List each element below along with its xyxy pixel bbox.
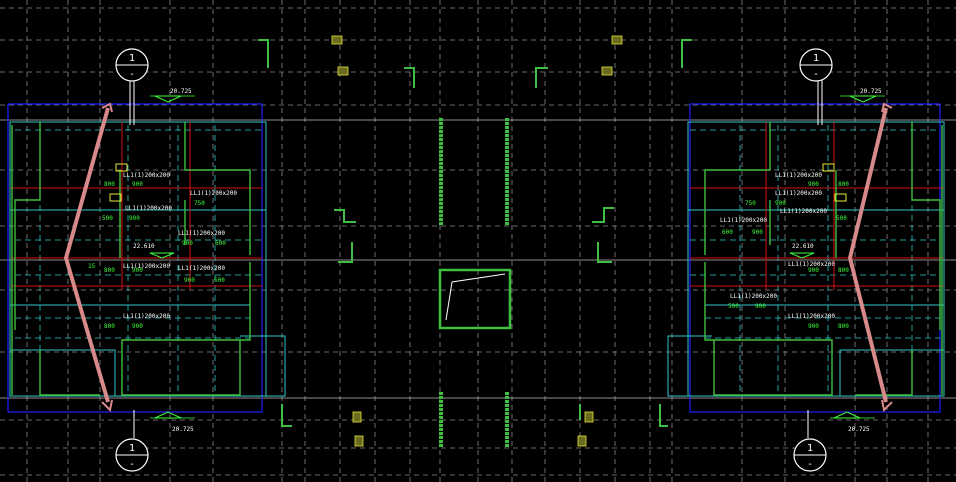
- left-dim-900b: 900: [129, 215, 140, 222]
- right-dim-800a: 800: [838, 181, 849, 188]
- left-beam-label-2: LL1(1)200x200: [125, 205, 172, 212]
- right-dim-750: 750: [745, 200, 756, 207]
- left-dim-900e: 900: [184, 277, 195, 284]
- left-beam-labels: LL1(1)200x200 LL1(1)200x200 LL1(1)200x20…: [123, 172, 237, 320]
- left-side-label: 15: [88, 263, 96, 270]
- right-dim-600: 600: [722, 229, 733, 236]
- elevation-top-right: 20.725: [860, 88, 882, 95]
- right-beam-label-7: LL1(1)200x200: [788, 313, 835, 320]
- left-dim-900d: 900: [132, 267, 143, 274]
- right-dim-900d: 900: [808, 267, 819, 274]
- right-cyan-lines: [667, 121, 945, 397]
- left-cyan-lines: [9, 121, 286, 397]
- right-dim-900a: 900: [808, 181, 819, 188]
- left-red-lines: [10, 122, 262, 290]
- section-marker-br-bottom: -: [807, 459, 813, 470]
- left-dim-750: 750: [194, 200, 205, 207]
- section-marker-tr-top: 1: [813, 53, 819, 64]
- right-beam-label-2: LL1(1)200x200: [775, 190, 822, 197]
- right-cyan-dashed: [690, 125, 940, 395]
- right-slanted-wall: [847, 107, 888, 403]
- right-dim-800b: 800: [838, 267, 849, 274]
- section-marker-br-top: 1: [807, 443, 813, 454]
- right-green-walls: [704, 122, 943, 396]
- section-marker-tl-top: 1: [129, 53, 135, 64]
- section-marker-bl: 1 -: [115, 438, 149, 472]
- right-beam-label-3: LL1(1)200x200: [780, 208, 827, 215]
- left-beam-label-3: LL1(1)200x200: [190, 190, 237, 197]
- section-marker-tr-bottom: -: [813, 69, 819, 80]
- right-dim-900b: 900: [775, 200, 786, 207]
- center-yellow-columns: [331, 35, 623, 447]
- left-dim-600: 600: [215, 240, 226, 247]
- right-dimension-labels: 800 900 750 900 500 600 900 900 800 500 …: [722, 181, 849, 330]
- right-beam-label-4: LL1(1)200x200: [720, 217, 767, 224]
- right-beam-label-1: LL1(1)200x200: [775, 172, 822, 179]
- section-marker-bl-bottom: -: [129, 459, 135, 470]
- left-slanted-wall: [63, 107, 110, 403]
- left-dim-900c: 900: [182, 240, 193, 247]
- right-beam-label-5: LL1(1)200x200: [788, 261, 835, 268]
- right-dim-900c: 900: [752, 229, 763, 236]
- right-dim-500a: 500: [836, 215, 847, 222]
- left-dim-800c: 800: [104, 323, 115, 330]
- left-beam-label-7: LL1(1)200x200: [123, 313, 170, 320]
- elevation-top-left: 20.725: [170, 88, 192, 95]
- left-dim-800b: 800: [104, 267, 115, 274]
- left-dim-500b: 500: [214, 277, 225, 284]
- right-dim-900e: 900: [755, 303, 766, 310]
- left-beam-label-4: LL1(1)200x200: [178, 230, 225, 237]
- elevation-bottom-right: 20.725: [848, 426, 870, 433]
- right-red-lines: [690, 122, 944, 290]
- left-unit: [7, 80, 286, 438]
- left-green-walls: [11, 122, 251, 396]
- section-marker-tl: 1 -: [115, 48, 149, 82]
- right-beam-label-6: LL1(1)200x200: [730, 293, 777, 300]
- right-dim-500b: 500: [728, 303, 739, 310]
- elevation-bottom-left: 20.725: [172, 426, 194, 433]
- section-marker-br: 1 -: [793, 438, 827, 472]
- right-unit: [667, 80, 945, 438]
- section-marker-tl-bottom: -: [129, 69, 135, 80]
- left-beam-label-6: LL1(1)200x200: [178, 265, 225, 272]
- elevation-mid-right: 22.610: [792, 243, 814, 250]
- left-beam-label-5: LL1(1)200x200: [123, 263, 170, 270]
- section-marker-bl-top: 1: [129, 443, 135, 454]
- elevation-mid-left: 22.610: [133, 243, 155, 250]
- elevation-labels: 20.725 20.725 20.725 20.725 22.610 22.61…: [133, 88, 882, 433]
- center-stair-line: [445, 273, 506, 321]
- left-dim-900a: 900: [132, 181, 143, 188]
- left-dim-500a: 500: [102, 215, 113, 222]
- center-walls: [258, 39, 692, 448]
- right-dim-900f: 900: [808, 323, 819, 330]
- left-dim-900f: 900: [132, 323, 143, 330]
- section-marker-tr: 1 -: [799, 48, 833, 82]
- right-beam-labels: LL1(1)200x200 LL1(1)200x200 LL1(1)200x20…: [720, 172, 835, 320]
- axis-lines: [0, 119, 956, 399]
- left-beam-label-1: LL1(1)200x200: [123, 172, 170, 179]
- left-dim-800a: 800: [104, 181, 115, 188]
- right-dim-800c: 800: [838, 323, 849, 330]
- left-dimension-labels: 800 900 500 900 750 900 600 800 900 900 …: [88, 181, 226, 330]
